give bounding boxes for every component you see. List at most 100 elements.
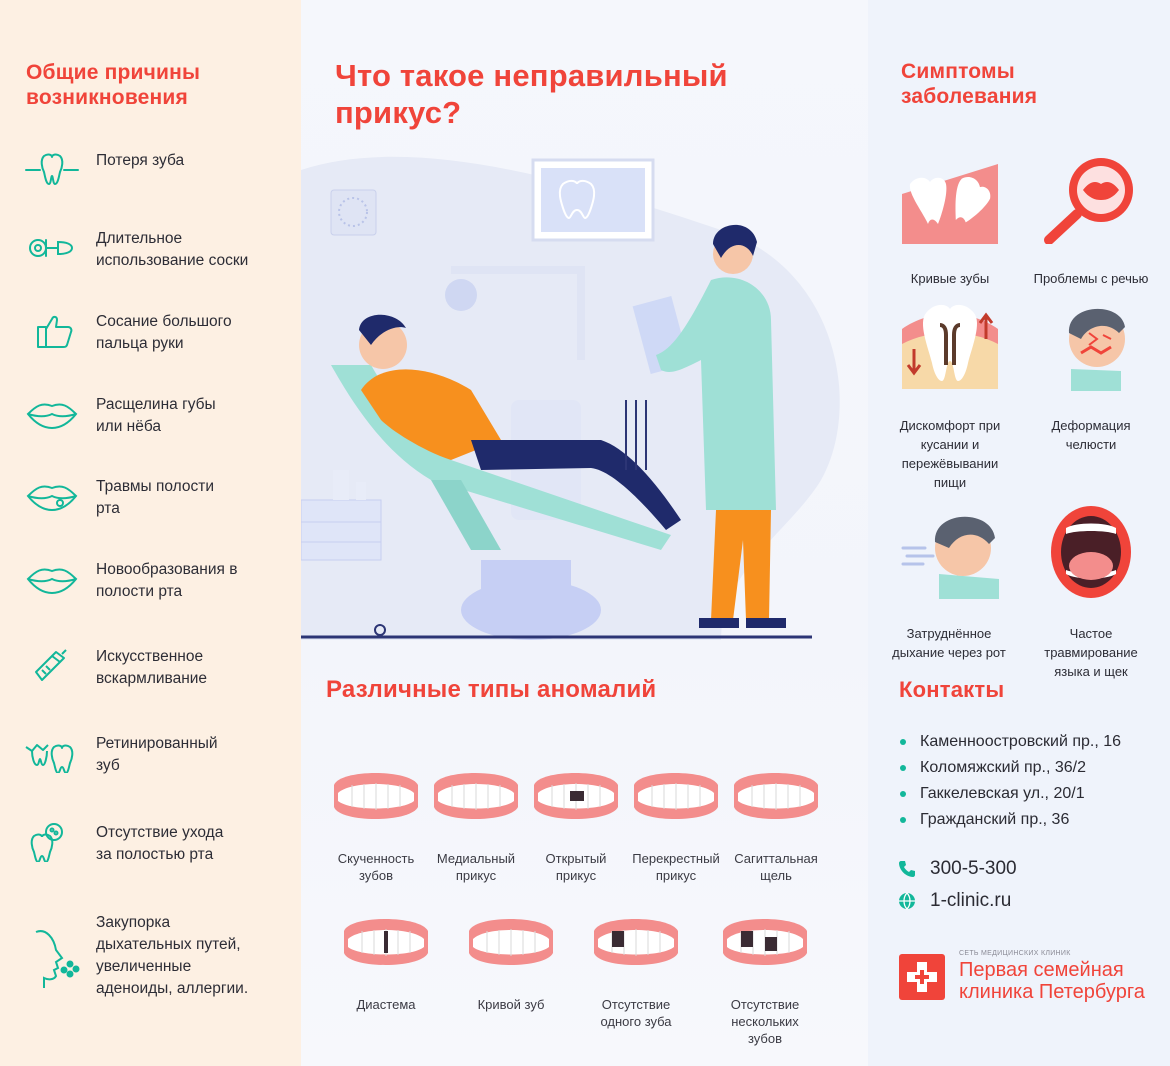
cause-label: Новообразования в полости рта [96, 561, 238, 600]
cause-label: Искусственное вскармливание [96, 648, 208, 687]
tongue-trauma-icon [1051, 506, 1131, 598]
symptom-item: Дискомфорт при кусании и пережёвывании п… [888, 280, 1012, 492]
bullet-icon [900, 817, 906, 823]
bullet-icon [900, 739, 906, 745]
lips-growth-icon [26, 568, 78, 595]
anomaly-label: Отсутствие нескольких зубов [730, 997, 800, 1046]
symptom-label: Проблемы с речью [1033, 271, 1149, 286]
symptom-label: Дискомфорт при кусании и пережёвывании п… [899, 418, 1001, 490]
address-item: Гаккелевская ул., 20/1 [900, 785, 1085, 803]
anomalies-title: Различные типы аномалий [326, 676, 657, 703]
dirty-tooth-icon [30, 823, 63, 862]
phone-link[interactable]: 300-5-300 [898, 858, 1017, 880]
symptom-item: Деформация челюсти [1036, 280, 1146, 454]
address-text: Коломяжский пр., 36/2 [920, 759, 1087, 776]
anomaly-crowding: Скученность зубов [330, 750, 422, 884]
symptom-label: Деформация челюсти [1051, 418, 1131, 452]
anomaly-label: Открытый прикус [545, 851, 607, 883]
logo-name-line2: клиника Петербурга [959, 981, 1145, 1003]
teeth-sagittal-gap-icon [733, 772, 819, 820]
anomaly-label: Сагиттальная щель [734, 851, 818, 883]
cause-item: Травмы полости рта [24, 476, 286, 520]
causes-column [0, 0, 301, 1066]
bullet-icon [900, 765, 906, 771]
page-title: Что такое неправильный прикус? [335, 58, 728, 130]
symptom-label: Кривые зубы [910, 271, 990, 286]
anomaly-label: Скученность зубов [337, 851, 415, 883]
cause-item: Ретинированный зуб [24, 733, 286, 777]
phone-number: 300-5-300 [930, 858, 1017, 879]
cause-item: Сосание большого пальца руки [24, 311, 286, 355]
dentist-scene-illustration [301, 156, 840, 640]
cause-label: Ретинированный зуб [96, 735, 218, 774]
teeth-one-missing-icon [593, 918, 679, 966]
address-item: Гражданский пр., 36 [900, 811, 1069, 829]
logo-name-line1: Первая семейная [959, 959, 1124, 981]
cause-item: Новообразования в полости рта [24, 559, 286, 603]
teeth-cross-bite-icon [633, 772, 719, 820]
teeth-crowding-icon [333, 772, 419, 820]
cause-label: Закупорка дыхательных путей, увеличенные… [96, 914, 249, 997]
injured-lips-icon [26, 485, 78, 512]
anomaly-label: Диастема [356, 997, 416, 1012]
mouth-breathing-icon [901, 516, 999, 599]
anomaly-several-missing: Отсутствие нескольких зубов [715, 896, 815, 1047]
symptom-label: Частое травмирование языка и щек [1044, 626, 1138, 679]
anomaly-label: Перекрестный прикус [632, 851, 720, 883]
baby-bottle-icon [35, 649, 67, 681]
speech-problems-icon [1044, 158, 1133, 244]
cause-item: Длительное использование соски [24, 228, 286, 272]
teeth-several-missing-icon [722, 918, 808, 966]
website-url: 1-clinic.ru [930, 890, 1012, 911]
cause-item: Закупорка дыхательных путей, увеличенные… [24, 912, 286, 1000]
anomaly-sagittal-gap: Сагиттальная щель [730, 750, 822, 884]
chewing-discomfort-icon [902, 304, 998, 389]
cause-label: Отсутствие ухода за полостью рта [96, 824, 224, 863]
cause-item: Отсутствие ухода за полостью рта [24, 822, 286, 866]
anomaly-label: Медиальный прикус [436, 851, 516, 883]
pacifier-icon [29, 239, 74, 257]
address-text: Гражданский пр., 36 [920, 811, 1070, 828]
impacted-tooth-icon [25, 744, 74, 773]
anomaly-open-bite: Открытый прикус [530, 750, 622, 884]
anomaly-cross-bite: Перекрестный прикус [630, 750, 722, 884]
phone-icon [899, 861, 915, 877]
cause-label: Расщелина губы или нёба [96, 396, 216, 435]
cause-label: Сосание большого пальца руки [96, 313, 232, 352]
website-link[interactable]: 1-clinic.ru [898, 890, 1011, 912]
anomaly-label: Кривой зуб [477, 997, 545, 1012]
cause-item: Искусственное вскармливание [24, 646, 286, 690]
symptom-item: Проблемы с речью [1026, 135, 1156, 288]
teeth-crooked-tooth-icon [468, 918, 554, 966]
cause-label: Травмы полости рта [96, 478, 215, 517]
teeth-mesial-bite-icon [433, 772, 519, 820]
cause-item: Потеря зуба [24, 150, 286, 190]
medical-cross-icon [899, 953, 945, 1000]
symptom-label: Затруднённое дыхание через рот [892, 626, 1006, 660]
causes-title: Общие причины возникновения [26, 61, 201, 109]
teeth-open-bite-icon [533, 772, 619, 820]
airway-blockage-icon [35, 930, 80, 988]
missing-tooth-icon [25, 153, 79, 185]
cause-item: Расщелина губы или нёба [24, 394, 286, 438]
symptom-item: Кривые зубы [895, 135, 1005, 288]
anomaly-diastema: Диастема [340, 896, 432, 1013]
symptom-item: Частое травмирование языка и щек [1036, 485, 1146, 681]
lips-icon [26, 403, 78, 430]
contacts-title: Контакты [899, 677, 1005, 702]
anomaly-one-missing: Отсутствие одного зуба [590, 896, 682, 1030]
bullet-icon [900, 791, 906, 797]
cause-label: Длительное использование соски [96, 230, 249, 269]
symptoms-title: Симптомы заболевания [901, 60, 1038, 108]
teeth-diastema-icon [343, 918, 429, 966]
address-text: Каменноостровский пр., 16 [920, 733, 1122, 750]
globe-icon [899, 892, 915, 910]
anomaly-label: Отсутствие одного зуба [600, 997, 672, 1029]
symptom-item: Затруднённое дыхание через рот [882, 485, 1016, 662]
address-text: Гаккелевская ул., 20/1 [920, 785, 1085, 802]
anomaly-mesial-bite: Медиальный прикус [430, 750, 522, 884]
cause-label: Потеря зуба [96, 152, 185, 169]
anomaly-crooked-tooth: Кривой зуб [465, 896, 557, 1013]
logo-tagline: СЕТЬ МЕДИЦИНСКИХ КЛИНИК [959, 950, 1071, 957]
jaw-deformation-icon [1068, 308, 1125, 391]
